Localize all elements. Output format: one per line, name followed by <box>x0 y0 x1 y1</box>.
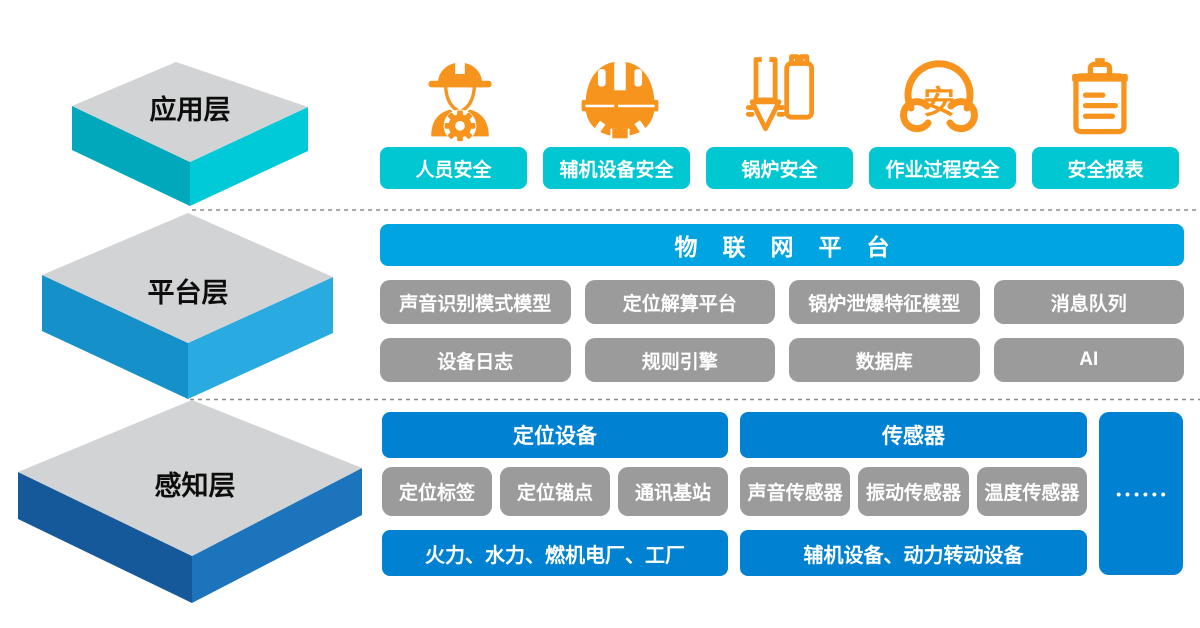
iot-platform-banner: 物联网平台 <box>380 224 1184 266</box>
platform-layer-label: 平台层 <box>147 278 229 308</box>
perception-section: 定位设备 定位标签 定位锚点 通讯基站 火力、水力、燃机电厂、工厂 传感器 声音… <box>382 412 1183 576</box>
positioning-device-group: 定位设备 定位标签 定位锚点 通讯基站 火力、水力、燃机电厂、工厂 <box>382 412 728 576</box>
chip-personnel-safety: 人员安全 <box>380 147 527 189</box>
application-layer-label: 应用层 <box>149 95 231 125</box>
device-positioning-tag: 定位标签 <box>382 467 493 516</box>
chip-boiler-safety: 锅炉安全 <box>706 147 853 189</box>
application-section: 安 <box>380 50 1179 189</box>
chip-process-safety: 作业过程安全 <box>869 147 1016 189</box>
worker-safety-icon <box>380 50 540 145</box>
safety-character: 安 <box>923 84 955 120</box>
perception-layer-label: 感知层 <box>154 471 236 501</box>
target-power-plants: 火力、水力、燃机电厂、工厂 <box>382 530 728 576</box>
module-message-queue: 消息队列 <box>993 280 1184 324</box>
module-sound-recognition-model: 声音识别模式模型 <box>380 280 571 324</box>
chip-auxiliary-safety: 辅机设备安全 <box>543 147 690 189</box>
module-rule-engine: 规则引擎 <box>584 338 775 382</box>
device-temperature-sensor: 温度传感器 <box>976 467 1087 516</box>
target-auxiliary-equipment: 辅机设备、动力转动设备 <box>740 530 1087 576</box>
application-buttons-row: 人员安全 辅机设备安全 锅炉安全 作业过程安全 安全报表 <box>380 147 1179 189</box>
device-sound-sensor: 声音传感器 <box>740 467 851 516</box>
ellipsis-dots: •••••• <box>1116 485 1170 502</box>
more-devices-block: •••••• <box>1099 412 1183 575</box>
header-sensors: 传感器 <box>740 412 1087 458</box>
sensors-row: 声音传感器 振动传感器 温度传感器 <box>740 467 1087 516</box>
helmet-gear-icon <box>540 50 700 145</box>
module-boiler-explosion-model: 锅炉泄爆特征模型 <box>789 280 980 324</box>
report-clipboard-icon <box>1019 50 1179 145</box>
module-positioning-platform: 定位解算平台 <box>584 280 775 324</box>
chip-safety-report: 安全报表 <box>1032 147 1179 189</box>
module-ai: AI <box>993 338 1184 382</box>
safety-cloud-icon: 安 <box>859 50 1019 145</box>
sensor-group: 传感器 声音传感器 振动传感器 温度传感器 辅机设备、动力转动设备 <box>740 412 1087 576</box>
platform-section: 物联网平台 声音识别模式模型 定位解算平台 锅炉泄爆特征模型 消息队列 设备日志… <box>380 224 1184 382</box>
device-vibration-sensor: 振动传感器 <box>858 467 969 516</box>
module-database: 数据库 <box>789 338 980 382</box>
application-icons-row: 安 <box>380 50 1179 145</box>
device-positioning-anchor: 定位锚点 <box>499 467 610 516</box>
device-comm-base-station: 通讯基站 <box>617 467 728 516</box>
boiler-icon <box>700 50 860 145</box>
header-positioning-devices: 定位设备 <box>382 412 728 458</box>
positioning-devices-row: 定位标签 定位锚点 通讯基站 <box>382 467 728 516</box>
module-device-log: 设备日志 <box>380 338 571 382</box>
platform-modules-grid: 声音识别模式模型 定位解算平台 锅炉泄爆特征模型 消息队列 设备日志 规则引擎 … <box>380 280 1184 382</box>
application-layer-prism <box>72 62 308 206</box>
